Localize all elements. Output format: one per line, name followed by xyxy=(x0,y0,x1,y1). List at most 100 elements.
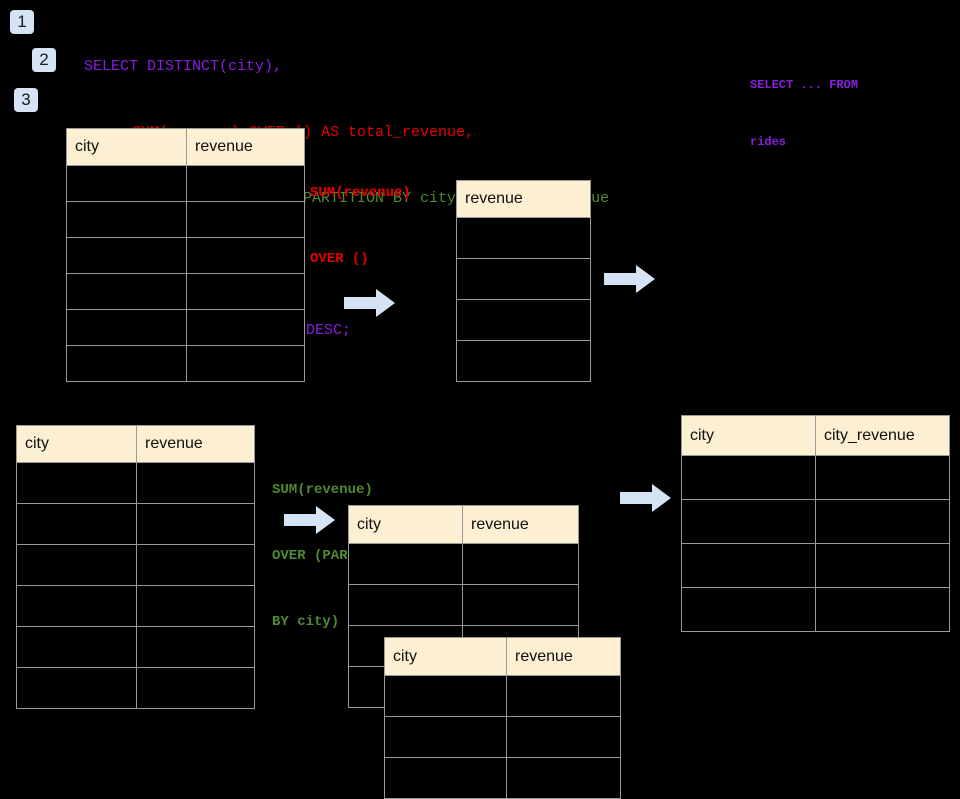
arrow-rides-to-total-icon xyxy=(344,288,396,318)
table-cell xyxy=(66,273,187,310)
table-cell xyxy=(66,309,187,346)
table-cell xyxy=(136,544,255,586)
annotation-total-revenue-line-1: SUM(revenue) xyxy=(310,185,411,201)
table-cell xyxy=(506,675,621,717)
table-row xyxy=(384,675,621,717)
column-header-revenue: revenue xyxy=(462,505,579,544)
step-badge-2[interactable]: 2 xyxy=(32,48,56,72)
table-cell xyxy=(16,462,137,504)
table-cell xyxy=(506,757,621,799)
table-row xyxy=(16,544,255,586)
table-row xyxy=(16,462,255,504)
arrow-partition-to-result-icon xyxy=(620,483,672,513)
table-cell xyxy=(136,667,255,709)
column-header-revenue: revenue xyxy=(506,637,621,676)
table-row xyxy=(16,585,255,627)
table-cell xyxy=(815,543,950,588)
sql-line-select: SELECT DISTINCT(city), xyxy=(84,58,283,75)
table-cell xyxy=(66,165,187,202)
step-badge-3[interactable]: 3 xyxy=(14,88,38,112)
table-cell xyxy=(681,543,816,588)
table-row xyxy=(456,258,591,300)
table-cell xyxy=(681,499,816,544)
column-header-revenue: revenue xyxy=(136,425,255,463)
table-cell xyxy=(16,626,137,668)
table-row xyxy=(16,503,255,545)
table-row xyxy=(66,237,305,274)
table-row xyxy=(456,299,591,341)
table-cell xyxy=(348,584,463,626)
table-cell xyxy=(681,455,816,500)
annotation-city-revenue-line-1: SUM(revenue) xyxy=(272,482,373,498)
annotation-total-revenue-line-2: OVER () xyxy=(310,251,369,267)
arrow-rides-to-partition-icon xyxy=(284,505,336,535)
table-cell xyxy=(136,503,255,545)
table-row xyxy=(16,626,255,668)
table-cell xyxy=(456,340,591,382)
side-note-line-1: SELECT ... FROM xyxy=(750,78,859,92)
table-cell xyxy=(384,757,507,799)
column-header-city: city xyxy=(348,505,463,544)
table-cell xyxy=(348,543,463,585)
table-cell xyxy=(506,716,621,758)
table-row xyxy=(384,716,621,758)
table-row xyxy=(681,455,950,500)
table-cell xyxy=(16,544,137,586)
table-cell xyxy=(186,345,305,382)
table-row xyxy=(681,499,950,544)
table-cell xyxy=(681,587,816,632)
table-cell xyxy=(815,499,950,544)
table-cell xyxy=(66,237,187,274)
table-row xyxy=(66,165,305,202)
table-cell xyxy=(16,503,137,545)
table-cell xyxy=(186,237,305,274)
table-cell xyxy=(456,258,591,300)
table-row xyxy=(456,340,591,382)
table-row xyxy=(66,345,305,382)
table-cell xyxy=(815,455,950,500)
arrow-total-to-result-icon xyxy=(604,264,656,294)
table-cell xyxy=(136,585,255,627)
table-row xyxy=(66,309,305,346)
table-row xyxy=(681,543,950,588)
table-cell xyxy=(136,462,255,504)
table-cell xyxy=(66,201,187,238)
table-row xyxy=(16,667,255,709)
table-cell xyxy=(186,165,305,202)
side-note-select-from-rides: SELECT ... FROM rides xyxy=(750,38,858,190)
column-header-city: city xyxy=(384,637,507,676)
table-row xyxy=(66,273,305,310)
column-header-city-revenue: city_revenue xyxy=(815,415,950,456)
step-badge-1[interactable]: 1 xyxy=(10,10,34,34)
table-cell xyxy=(815,587,950,632)
table-cell xyxy=(186,309,305,346)
table-row xyxy=(66,201,305,238)
annotation-city-revenue-line-3: BY city) xyxy=(272,614,340,630)
table-cell xyxy=(16,667,137,709)
table-cell xyxy=(456,299,591,341)
table-cell xyxy=(186,201,305,238)
side-note-line-2: rides xyxy=(750,135,787,149)
table-row xyxy=(456,217,591,259)
table-row xyxy=(348,543,579,585)
table-cell xyxy=(384,716,507,758)
table-header-row: revenue xyxy=(456,180,591,218)
table-row xyxy=(348,584,579,626)
table-row xyxy=(681,587,950,632)
diagram-canvas: 1 2 3 SELECT DISTINCT(city), SUM(revenue… xyxy=(10,10,950,799)
table-cell xyxy=(186,273,305,310)
annotation-total-revenue: SUM(revenue) OVER () xyxy=(310,138,411,314)
column-header-city: city xyxy=(16,425,137,463)
column-header-city: city xyxy=(681,415,816,456)
table-cell xyxy=(66,345,187,382)
column-header-revenue: revenue xyxy=(456,180,591,218)
table-cell xyxy=(462,543,579,585)
